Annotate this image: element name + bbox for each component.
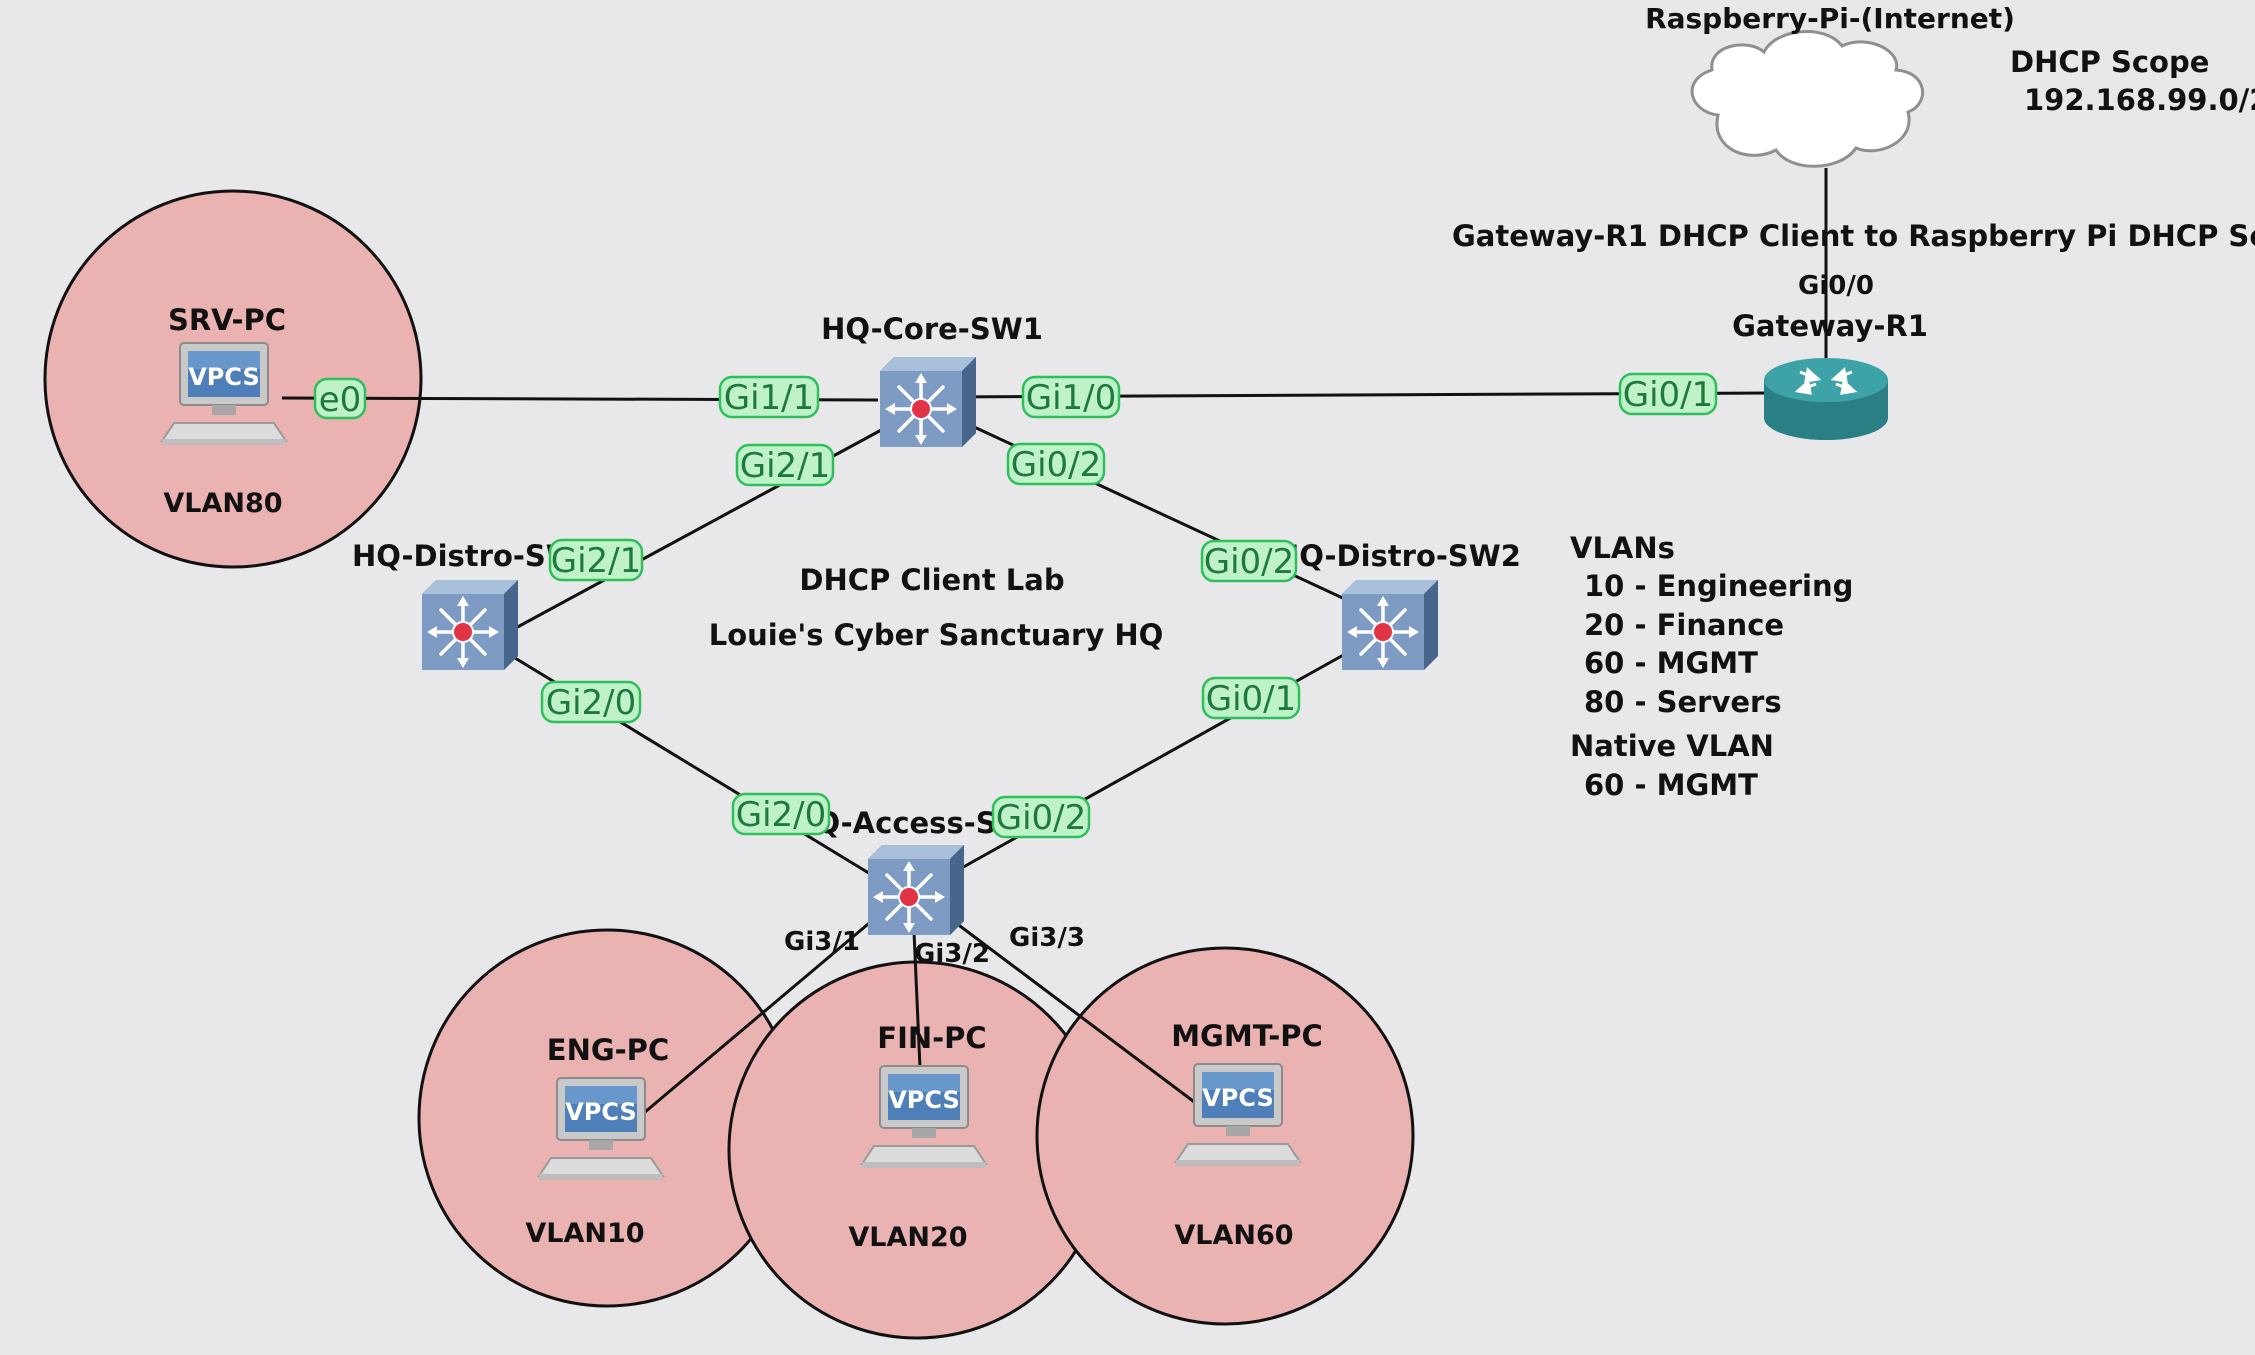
switch-icon <box>420 578 520 672</box>
svg-text:Gi2/0: Gi2/0 <box>546 683 637 723</box>
svg-text:Gi0/1: Gi0/1 <box>1623 375 1714 415</box>
link-access-fin[interactable] <box>912 931 922 1069</box>
router-icon <box>1764 358 1888 440</box>
router-label: Gateway-R1 <box>1732 309 1928 343</box>
svg-text:Gi0/2: Gi0/2 <box>996 798 1087 838</box>
cloud-label: Raspberry-Pi-(Internet) <box>1645 2 2015 35</box>
core-switch-node[interactable]: HQ-Core-SW1 <box>821 312 1043 449</box>
dhcp-scope-value: 192.168.99.0/24 <box>2024 83 2255 117</box>
port-router-gi0-1[interactable]: Gi0/1 <box>1618 372 1718 416</box>
srv-pc-node[interactable]: VPCS SRV-PC VLAN80 <box>161 303 287 519</box>
vlan-zone-mgmt <box>1035 946 1415 1326</box>
port-access-gi0-2[interactable]: Gi0/2 <box>991 795 1091 839</box>
router-node[interactable]: Gateway-R1 <box>1732 309 1928 440</box>
port-distro1-gi2-1[interactable]: Gi2/1 <box>548 538 644 582</box>
pc-icon-text: VPCS <box>565 1098 637 1126</box>
cloud-node[interactable]: Raspberry-Pi-(Internet) <box>1645 2 2015 168</box>
eng-vlan-label: VLAN10 <box>525 1218 644 1249</box>
port-core-gi2-1[interactable]: Gi2/1 <box>735 443 835 487</box>
lab-title: DHCP Client Lab <box>799 563 1064 597</box>
switch-icon <box>866 843 966 937</box>
fin-pc-label: FIN-PC <box>877 1021 986 1055</box>
eng-pc-node[interactable]: VPCS ENG-PC VLAN10 <box>525 1033 669 1249</box>
fin-vlan-label: VLAN20 <box>848 1222 967 1253</box>
port-distro2-gi0-2[interactable]: Gi0/2 <box>1200 539 1298 583</box>
core-switch-label: HQ-Core-SW1 <box>821 312 1043 346</box>
pc-icon: VPCS <box>861 1065 987 1169</box>
svg-text:Gi0/2: Gi0/2 <box>1204 542 1295 582</box>
lab-subtitle: Louie's Cyber Sanctuary HQ <box>709 618 1164 652</box>
switch-icon <box>878 355 978 449</box>
svg-text:Gi1/1: Gi1/1 <box>724 378 815 418</box>
pc-icon-text: VPCS <box>1202 1084 1274 1112</box>
port-core-gi1-0[interactable]: Gi1/0 <box>1021 375 1121 419</box>
native-vlan-title: Native VLAN <box>1570 729 1774 763</box>
fin-pc-node[interactable]: VPCS FIN-PC VLAN20 <box>848 1021 987 1253</box>
port-access-gi3-3: Gi3/3 <box>1009 923 1085 953</box>
svg-text:Gi2/1: Gi2/1 <box>740 446 831 486</box>
dhcp-scope-title: DHCP Scope <box>2010 45 2209 79</box>
mgmt-vlan-label: VLAN60 <box>1174 1220 1293 1251</box>
port-distro2-gi0-1[interactable]: Gi0/1 <box>1201 676 1301 720</box>
eng-pc-label: ENG-PC <box>547 1033 669 1067</box>
link-access-eng[interactable] <box>644 912 881 1114</box>
port-router-gi0-0: Gi0/0 <box>1798 271 1874 301</box>
vlan-legend: VLANs 10 - Engineering 20 - Finance 60 -… <box>1570 531 1853 802</box>
svg-text:Gi0/2: Gi0/2 <box>1011 445 1102 485</box>
pc-icon: VPCS <box>538 1077 664 1181</box>
svg-text:e0: e0 <box>319 380 362 420</box>
pc-icon: VPCS <box>1175 1063 1301 1167</box>
pc-icon-text: VPCS <box>888 1086 960 1114</box>
pc-icon: VPCS <box>161 342 287 446</box>
mgmt-pc-label: MGMT-PC <box>1171 1019 1323 1053</box>
switch-icon <box>1340 578 1440 672</box>
port-srv-e0[interactable]: e0 <box>313 377 367 420</box>
port-core-gi0-2[interactable]: Gi0/2 <box>1006 442 1106 486</box>
cloud-icon <box>1690 30 1924 168</box>
port-distro1-gi2-0[interactable]: Gi2/0 <box>540 680 642 724</box>
pc-icon-text: VPCS <box>188 363 260 391</box>
srv-vlan-label: VLAN80 <box>163 488 282 519</box>
gateway-note: Gateway-R1 DHCP Client to Raspberry Pi D… <box>1452 219 2255 253</box>
port-access-gi2-0[interactable]: Gi2/0 <box>731 792 831 836</box>
vlans-title: VLANs <box>1570 531 1675 565</box>
port-badges: e0 Gi1/1 Gi1/0 Gi0/1 Gi2/1 Gi0/2 Gi2/1 <box>313 372 1718 839</box>
vlan-item: 60 - MGMT <box>1584 646 1758 680</box>
mgmt-pc-node[interactable]: VPCS MGMT-PC VLAN60 <box>1171 1019 1323 1251</box>
distro2-switch-label: HQ-Distro-SW2 <box>1275 539 1521 573</box>
vlan-item: 10 - Engineering <box>1584 569 1853 603</box>
native-vlan-value: 60 - MGMT <box>1584 768 1758 802</box>
svg-text:Gi1/0: Gi1/0 <box>1026 378 1117 418</box>
svg-text:Gi0/1: Gi0/1 <box>1206 679 1297 719</box>
srv-pc-label: SRV-PC <box>168 303 286 337</box>
svg-text:Gi2/1: Gi2/1 <box>551 541 642 581</box>
svg-text:Gi2/0: Gi2/0 <box>736 795 827 835</box>
distro2-switch-node[interactable]: HQ-Distro-SW2 <box>1275 539 1521 672</box>
vlan-item: 20 - Finance <box>1584 608 1784 642</box>
vlan-item: 80 - Servers <box>1584 685 1782 719</box>
port-access-gi3-1: Gi3/1 <box>784 927 860 957</box>
port-core-gi1-1[interactable]: Gi1/1 <box>718 375 820 419</box>
port-access-gi3-2: Gi3/2 <box>914 939 990 969</box>
link-access-mgmt[interactable] <box>951 918 1206 1112</box>
